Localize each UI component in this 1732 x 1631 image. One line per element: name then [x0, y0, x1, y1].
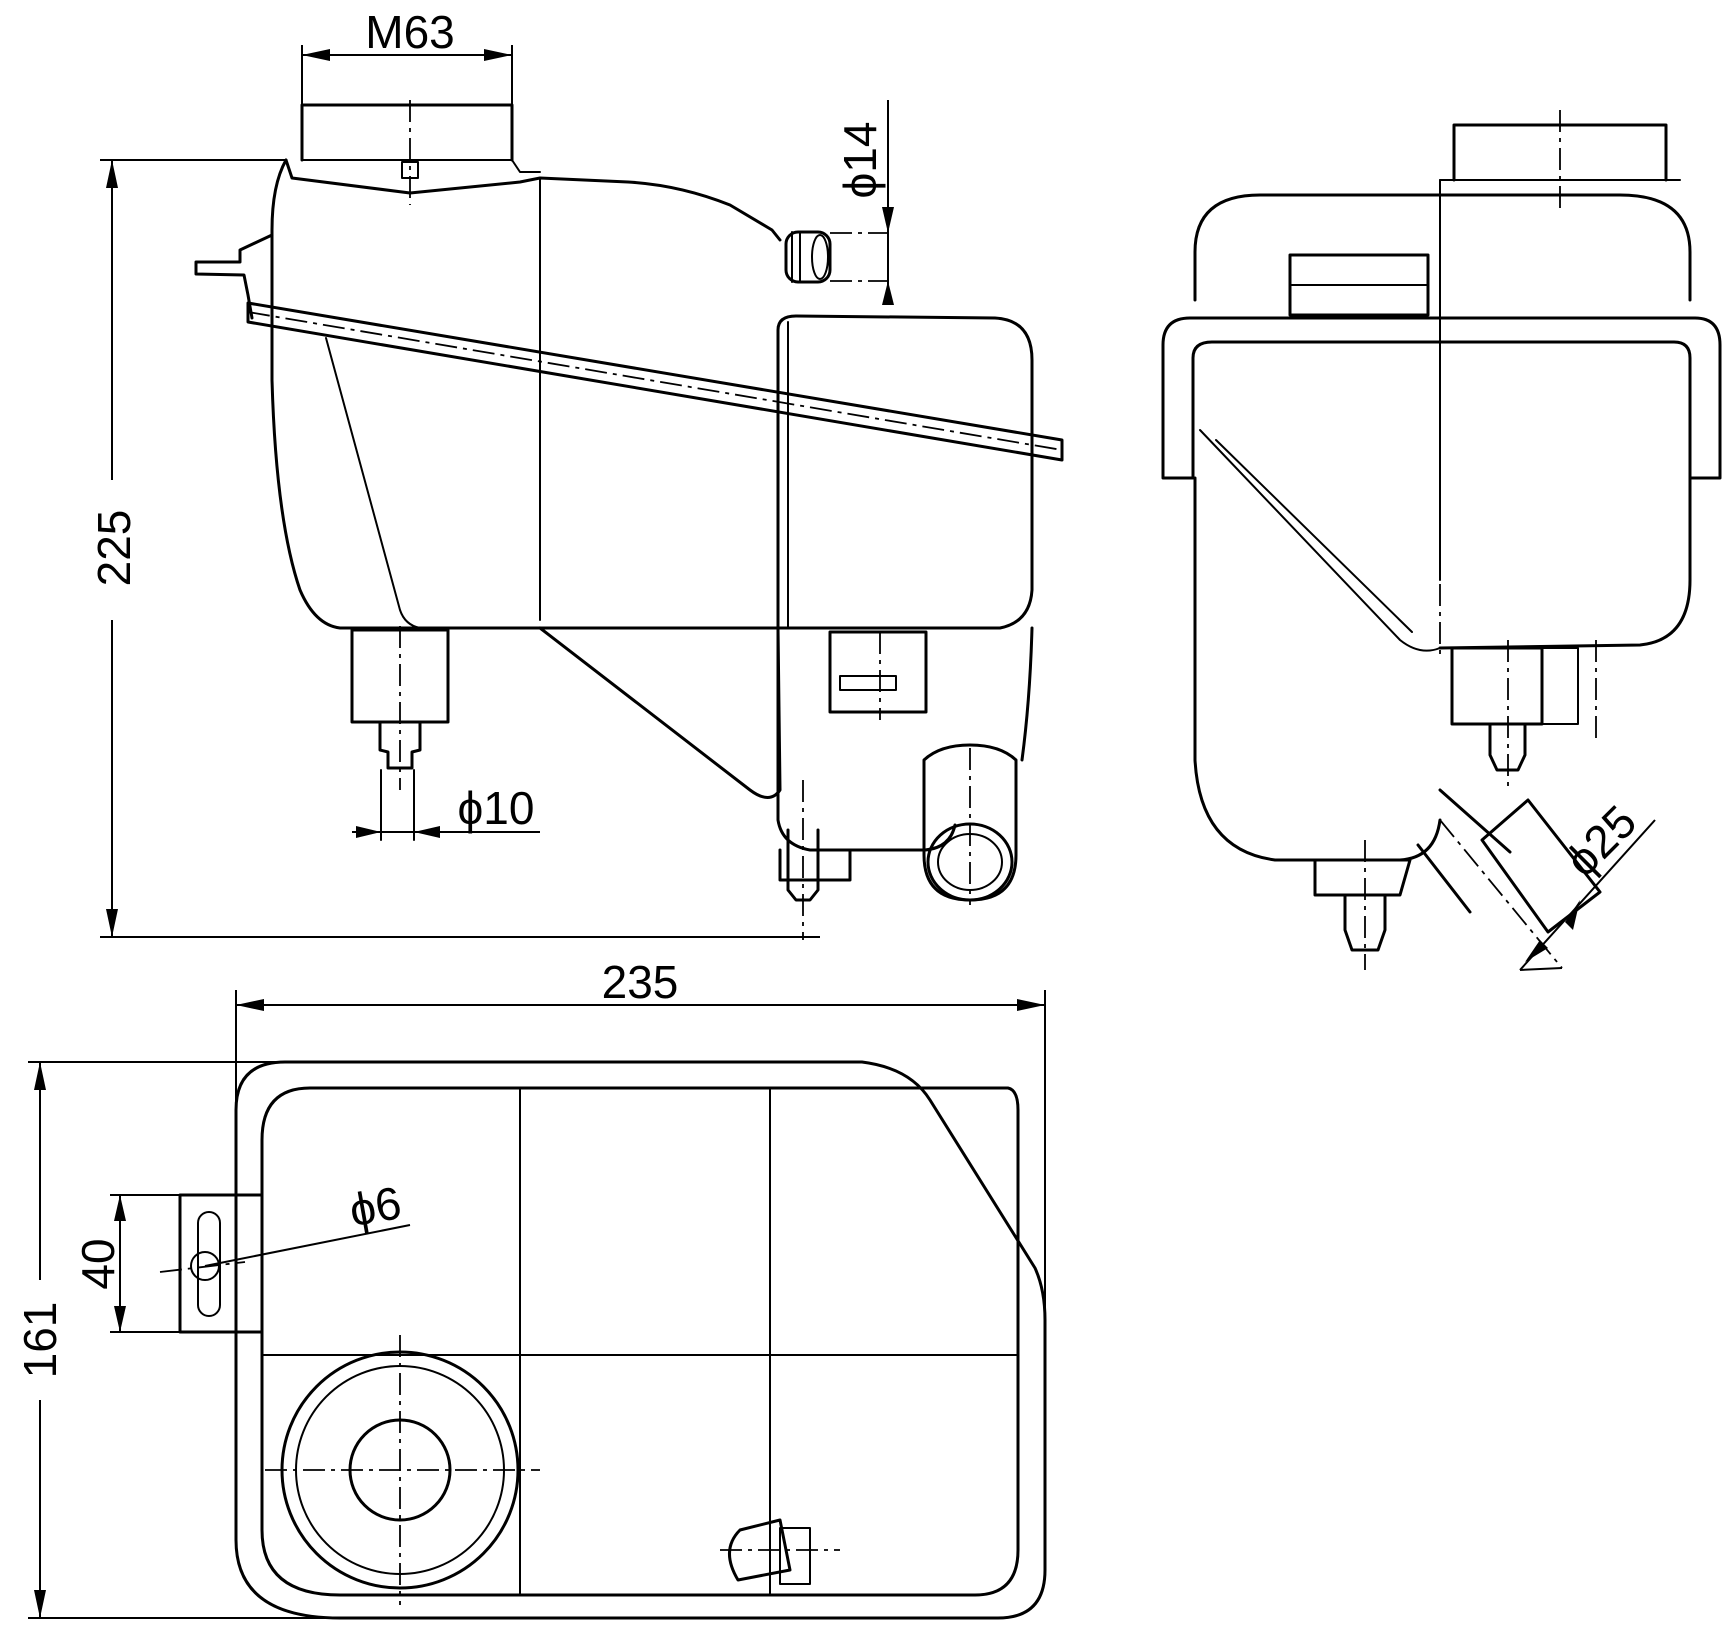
label-d10: ϕ10 — [458, 782, 535, 834]
dimension-d14: ϕ14 — [834, 100, 894, 305]
dimension-d25: ϕ25 — [1519, 795, 1656, 971]
dimension-h225: 225 — [88, 159, 820, 938]
label-h40: 40 — [72, 1238, 124, 1289]
label-d25: ϕ25 — [1555, 795, 1646, 886]
label-d14: ϕ14 — [834, 122, 886, 199]
top-view — [159, 1060, 1047, 1620]
front-view — [194, 100, 1064, 940]
label-h161: 161 — [14, 1302, 66, 1379]
label-h225: 225 — [88, 510, 140, 587]
label-m63: M63 — [365, 6, 454, 58]
dimension-w235: 235 — [235, 956, 1046, 1320]
dimension-d10: ϕ10 — [352, 782, 540, 838]
dimension-h161: 161 — [14, 1061, 340, 1619]
label-w235: 235 — [602, 956, 679, 1008]
dimension-h40: 40 — [72, 1194, 180, 1333]
side-view — [1161, 110, 1722, 970]
label-d6: ϕ6 — [345, 1176, 405, 1236]
dimension-m63: M63 — [301, 6, 513, 105]
dimension-d6: ϕ6 — [204, 1176, 411, 1267]
